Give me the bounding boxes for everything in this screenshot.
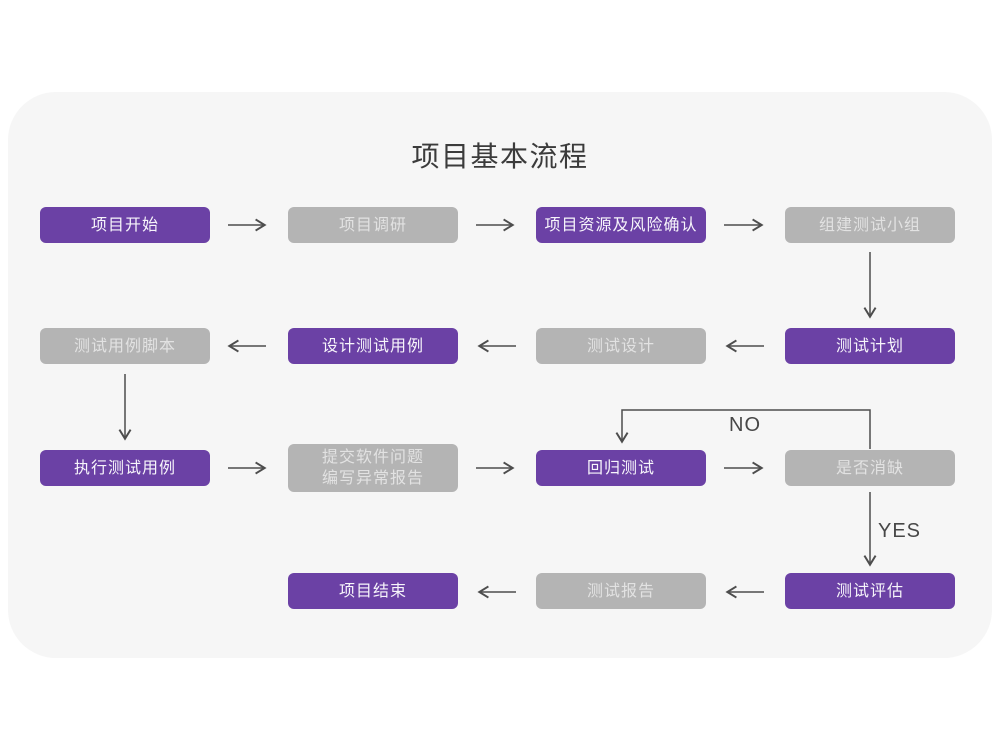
- node-label: 测试用例脚本: [73, 337, 176, 355]
- node-label: 项目结束: [338, 582, 407, 600]
- node-label: 测试报告: [586, 582, 655, 600]
- node-label: 项目资源及风险确认: [544, 216, 698, 234]
- node-test-case-script: 测试用例脚本: [40, 328, 210, 364]
- node-label: 项目调研: [338, 216, 407, 234]
- node-defect-resolved: 是否消缺: [785, 450, 955, 486]
- node-label: 提交软件问题 编写异常报告: [321, 449, 424, 487]
- node-label: 是否消缺: [835, 459, 904, 477]
- node-execute-test-case: 执行测试用例: [40, 450, 210, 486]
- node-test-report: 测试报告: [536, 573, 706, 609]
- edge-label-yes: YES: [878, 520, 922, 542]
- node-build-test-team: 组建测试小组: [785, 207, 955, 243]
- node-test-plan: 测试计划: [785, 328, 955, 364]
- node-label: 测试评估: [835, 582, 904, 600]
- diagram-title: 项目基本流程: [411, 141, 589, 172]
- edge-label-no: NO: [729, 414, 761, 436]
- node-test-design: 测试设计: [536, 328, 706, 364]
- node-project-end: 项目结束: [288, 573, 458, 609]
- node-label: 测试设计: [586, 337, 655, 355]
- node-label: 执行测试用例: [73, 459, 176, 477]
- node-label: 项目开始: [90, 216, 159, 234]
- node-test-evaluation: 测试评估: [785, 573, 955, 609]
- node-project-research: 项目调研: [288, 207, 458, 243]
- node-project-start: 项目开始: [40, 207, 210, 243]
- node-label: 测试计划: [835, 337, 904, 355]
- node-label: 组建测试小组: [818, 216, 921, 234]
- node-resources-risk: 项目资源及风险确认: [536, 207, 706, 243]
- node-submit-issue-report: 提交软件问题 编写异常报告: [288, 444, 458, 492]
- node-design-test-case: 设计测试用例: [288, 328, 458, 364]
- node-label: 设计测试用例: [321, 337, 424, 355]
- node-label: 回归测试: [586, 459, 655, 477]
- node-regression-test: 回归测试: [536, 450, 706, 486]
- flowchart-card: [8, 92, 992, 658]
